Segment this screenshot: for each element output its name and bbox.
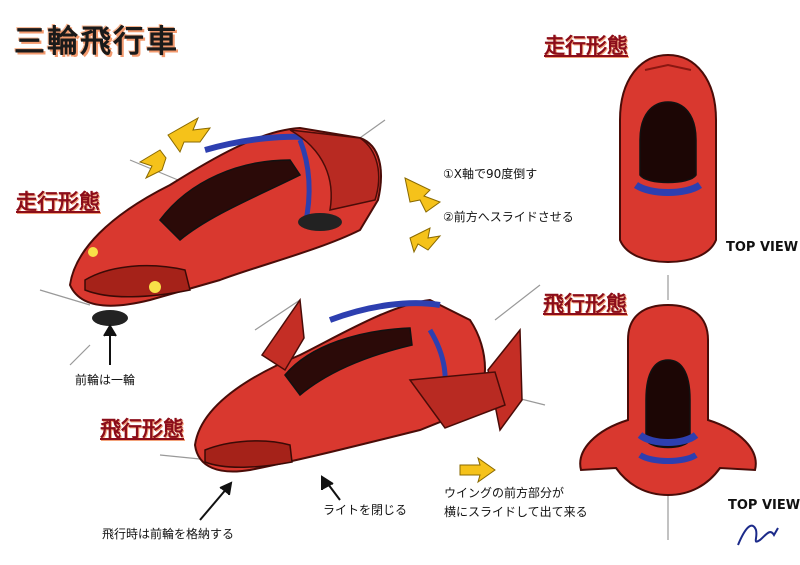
label-flight-mode: 飛行形態	[100, 417, 184, 441]
note-wing-line1: ウイングの前方部分が	[444, 486, 565, 500]
note-step2: ②前方へスライドさせる	[443, 210, 574, 224]
transform-arrows	[138, 116, 496, 484]
note-close-light: ライトを閉じる	[323, 503, 408, 517]
note-front-wheel: 前輪は一輪	[75, 373, 136, 387]
pointer-arrows	[103, 324, 341, 521]
axis-lines	[39, 119, 669, 540]
label-flight-mode-topview: 飛行形態	[543, 292, 627, 316]
note-step1: ①X軸で90度倒す	[443, 167, 538, 181]
label-running-mode-topview: 走行形態	[544, 34, 628, 58]
label-running-mode: 走行形態	[16, 190, 100, 214]
note-wing-line2: 横にスライドして出て来る	[444, 505, 588, 519]
note-retract-wheel: 飛行時は前輪を格納する	[102, 527, 235, 541]
page-title: 三輪飛行車	[14, 24, 179, 60]
top-view-flight	[579, 303, 757, 497]
vehicle-flight-mode	[193, 297, 523, 473]
top-view-label-2: TOP VIEW	[728, 498, 800, 513]
top-view-label-1: TOP VIEW	[726, 240, 799, 255]
car-running-mode	[68, 126, 382, 326]
artist-signature	[737, 524, 779, 546]
top-view-running	[619, 53, 717, 264]
